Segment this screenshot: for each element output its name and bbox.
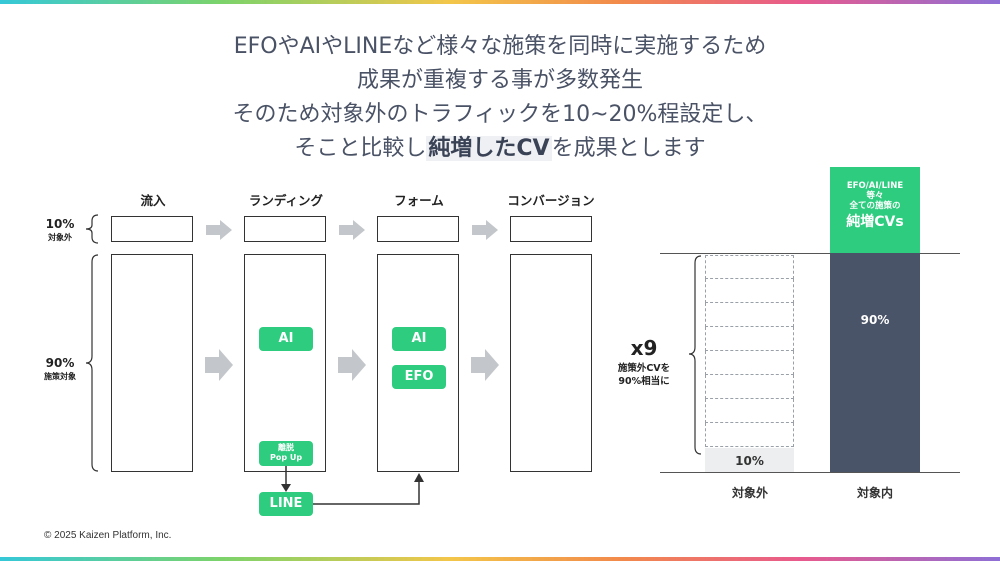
multiplier-sub-line-1: 施策外CVを xyxy=(617,363,671,374)
landing-control-box xyxy=(244,216,326,242)
net-line-3: 全ての施策の xyxy=(849,201,901,211)
top-percentage-value: 10% xyxy=(45,217,75,231)
bottom-percentage-sub: 施策対象 xyxy=(44,372,76,381)
exit-popup-line-1: 離脱 xyxy=(278,443,294,452)
bottom-percentage: 90% 施策対象 xyxy=(30,357,90,383)
title-line-2: 成果が重複する事が多数発生 xyxy=(356,68,643,93)
form-treatment-box xyxy=(377,254,459,472)
top-brace-icon xyxy=(85,214,99,244)
dashed-cell xyxy=(705,375,794,399)
dashed-cell xyxy=(705,279,794,303)
landing-exit-popup-pill: 離脱 Pop Up xyxy=(259,441,313,466)
multiplier-sub-line-2: 90%相当に xyxy=(618,376,670,387)
inflow-control-box xyxy=(111,216,193,242)
treatment-column-label: 対象内 xyxy=(856,486,893,500)
landing-ai-pill: AI xyxy=(259,327,313,351)
title-line-1: EFOやAIやLINEなど様々な施策を同時に実施するため xyxy=(233,34,767,59)
title-line-4-pre: そこと比較し xyxy=(294,136,427,161)
line-pill: LINE xyxy=(259,492,313,516)
multiplier-value: x9 xyxy=(630,336,658,360)
net-line-1: EFO/AI/LINE xyxy=(846,181,904,191)
top-gradient-bar xyxy=(0,0,1000,4)
title-line-4-post: を成果とします xyxy=(551,136,706,161)
chart-top-line xyxy=(660,253,960,254)
page-title: EFOやAIやLINEなど様々な施策を同時に実施するため 成果が重複する事が多数… xyxy=(0,30,1000,166)
form-efo-pill: EFO xyxy=(392,365,446,389)
bottom-percentage-value: 90% xyxy=(45,356,75,370)
stage-label-landing: ランディング xyxy=(248,193,324,208)
arrow-right-icon xyxy=(338,349,366,381)
arrow-right-icon xyxy=(339,220,365,240)
top-percentage-sub: 対象外 xyxy=(48,233,72,242)
arrow-right-icon xyxy=(206,220,232,240)
multiplier-brace-icon xyxy=(688,255,702,455)
stage-label-conversion: コンバージョン xyxy=(507,193,595,208)
conversion-treatment-box xyxy=(510,254,592,472)
bottom-gradient-bar xyxy=(0,557,1000,561)
dashed-stack xyxy=(705,255,794,451)
chart-baseline xyxy=(660,472,960,473)
title-line-3: そのため対象外のトラフィックを10~20%程設定し、 xyxy=(232,102,768,127)
multiplier-sub: 施策外CVを 90%相当に xyxy=(604,362,684,388)
stage-label-inflow: 流入 xyxy=(140,193,166,208)
form-control-box xyxy=(377,216,459,242)
treatment-bar: 90% xyxy=(830,253,920,472)
dashed-cell xyxy=(705,303,794,327)
net-line-2: 等々 xyxy=(866,191,884,201)
title-line-4: そこと比較し純増したCVを成果とします xyxy=(0,132,1000,166)
top-percentage: 10% 対象外 xyxy=(30,218,90,244)
dashed-cell xyxy=(705,399,794,423)
net-line-4: 純増CVs xyxy=(846,214,904,230)
bottom-brace-icon xyxy=(85,254,99,472)
dashed-cell xyxy=(705,351,794,375)
dashed-cell xyxy=(705,255,794,279)
inflow-treatment-box xyxy=(111,254,193,472)
control-column-label: 対象外 xyxy=(731,486,768,500)
net-increase-bar: EFO/AI/LINE 等々 全ての施策の 純増CVs xyxy=(830,167,920,253)
form-ai-pill: AI xyxy=(392,327,446,351)
conversion-control-box xyxy=(510,216,592,242)
stage-label-form: フォーム xyxy=(394,193,444,208)
title-highlight: 純増したCV xyxy=(426,136,552,161)
dashed-cell xyxy=(705,423,794,447)
exit-popup-line-2: Pop Up xyxy=(269,453,303,462)
arrow-right-icon xyxy=(472,220,498,240)
arrow-right-icon xyxy=(471,349,499,381)
arrow-right-icon xyxy=(205,349,233,381)
footer-copyright: © 2025 Kaizen Platform, Inc. xyxy=(44,530,172,541)
dashed-cell xyxy=(705,327,794,351)
control-bar: 10% xyxy=(705,448,794,472)
landing-treatment-box xyxy=(244,254,326,472)
